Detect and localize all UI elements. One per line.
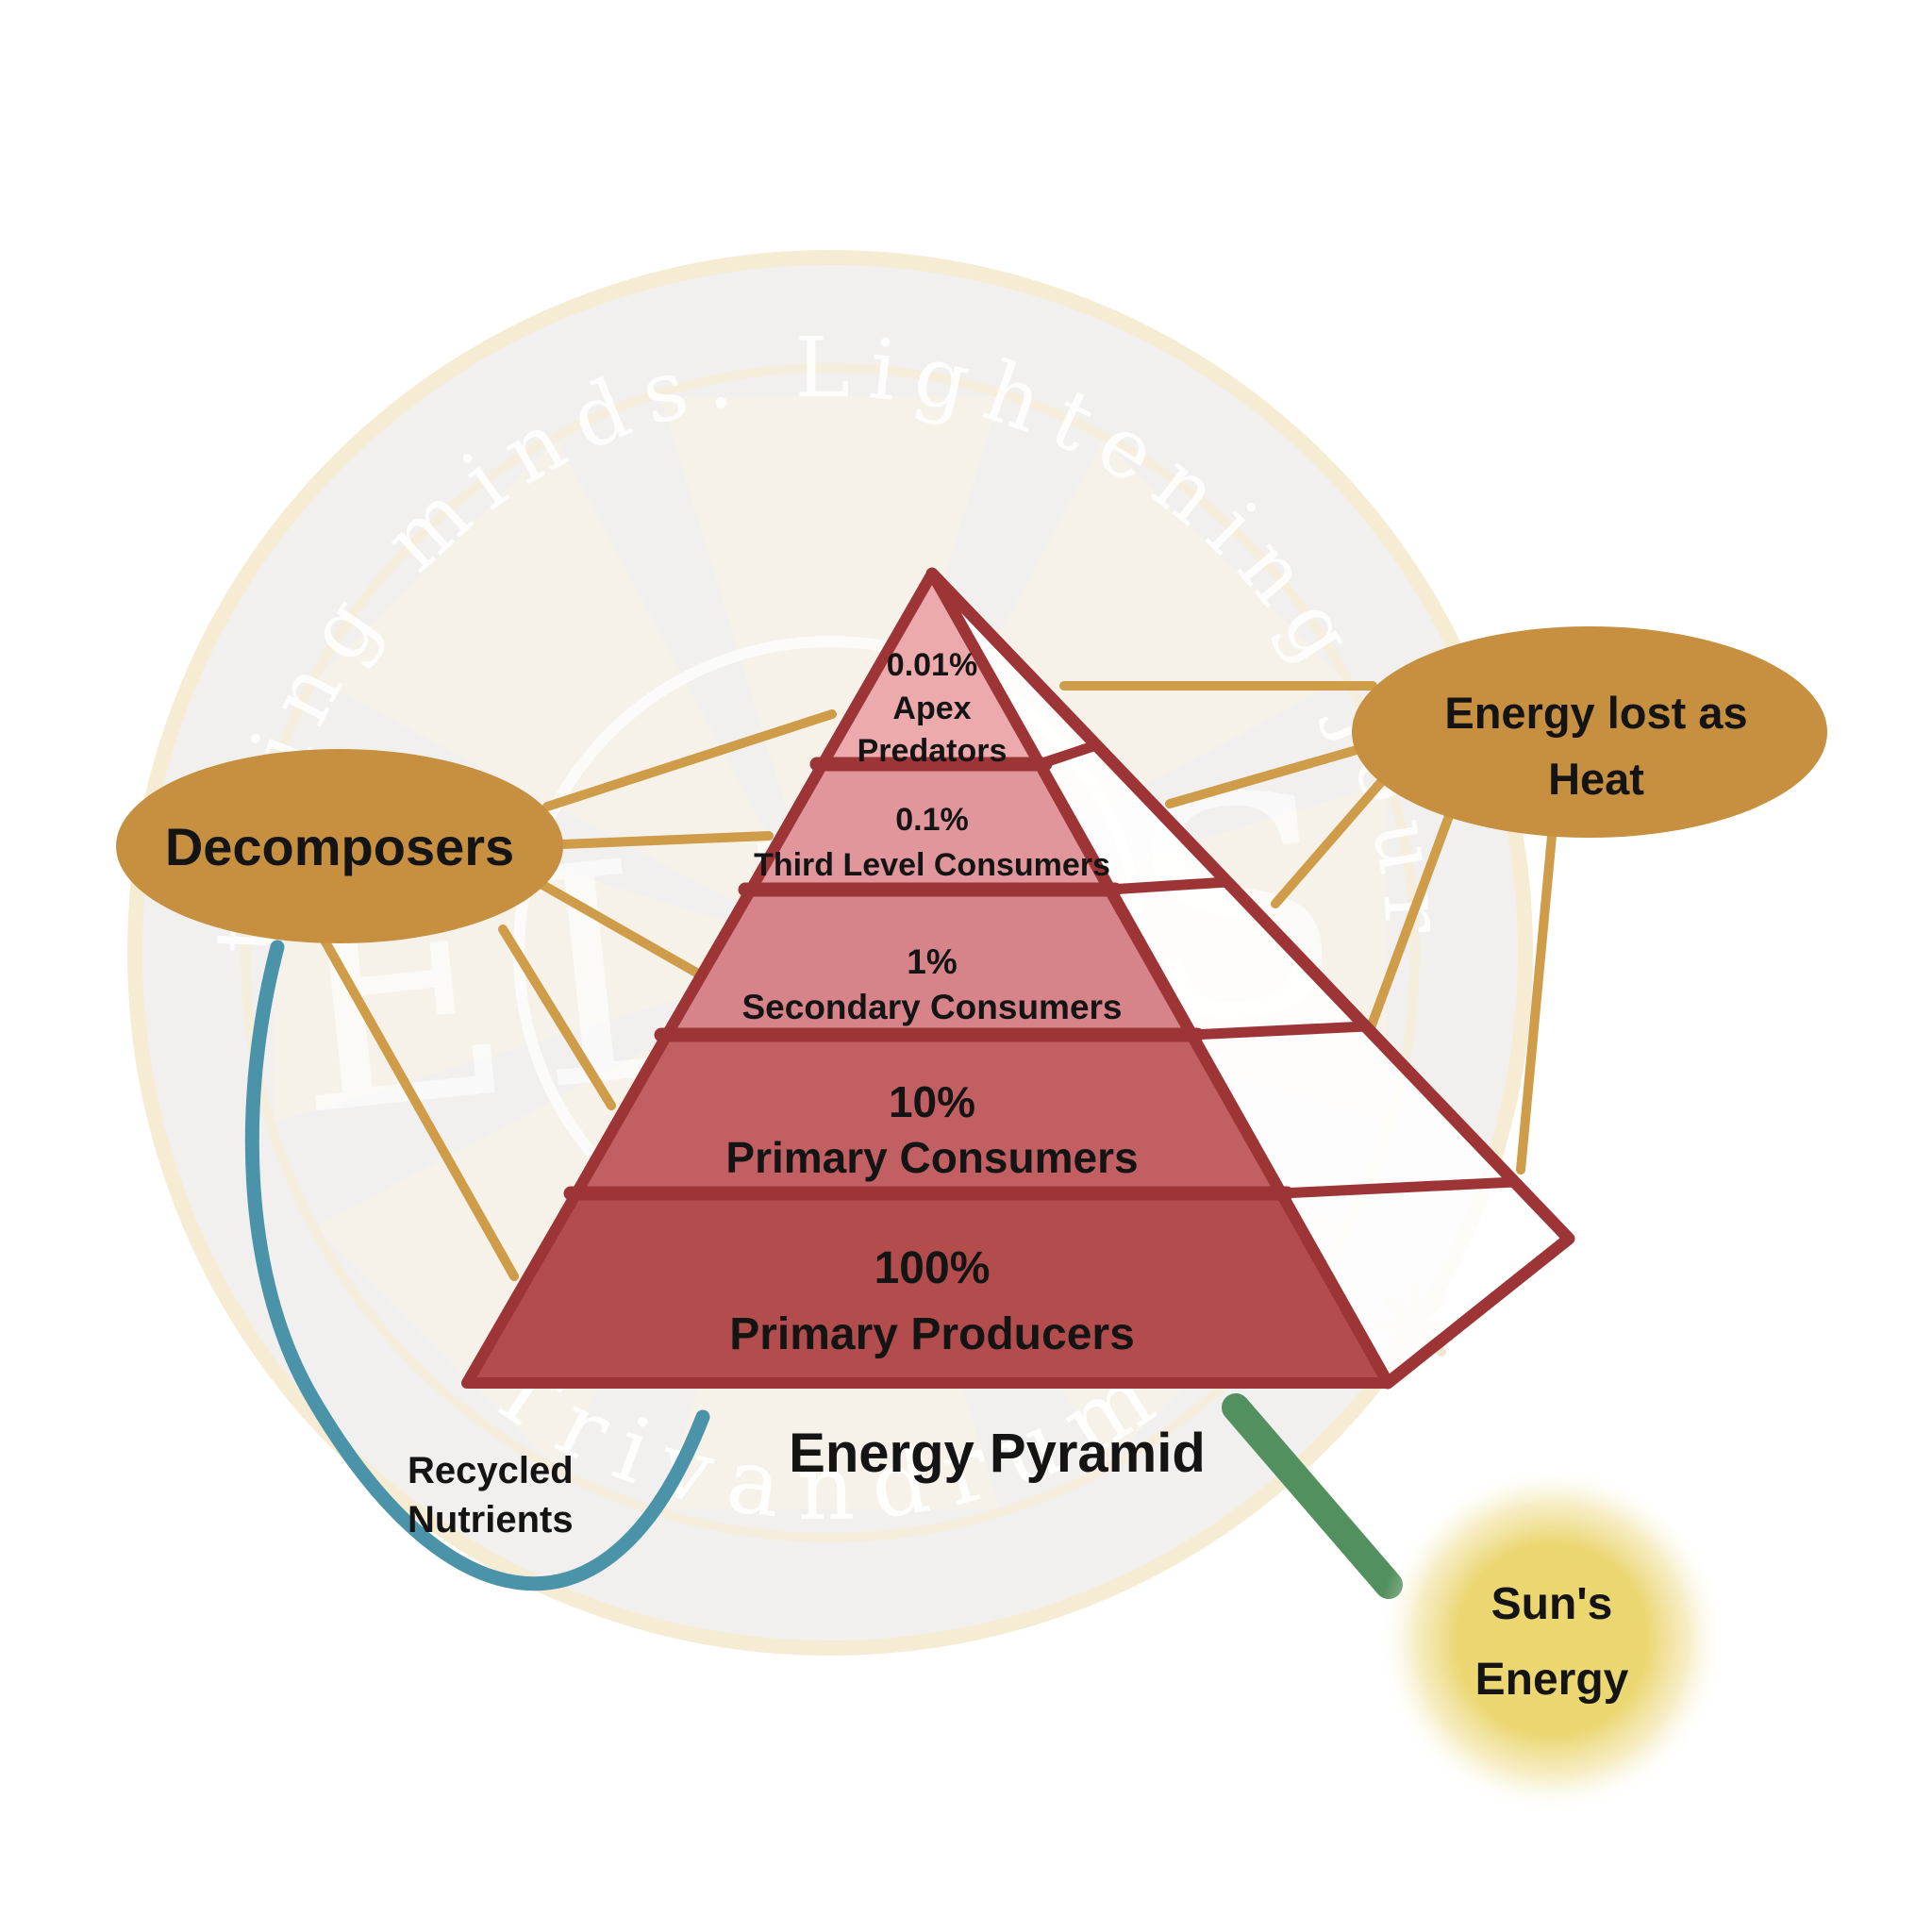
decomposer-line <box>557 831 774 849</box>
sun-label-line2: Energy <box>1475 1655 1629 1705</box>
sun-energy-arrow <box>1222 1393 1403 1599</box>
level-2-label: Third Level Consumers <box>754 847 1110 883</box>
energy-lost-label-line1: Energy lost as <box>1444 688 1747 738</box>
level-3-percent: 1% <box>907 942 957 981</box>
pyramid-level-boundaries <box>563 757 1294 1201</box>
decomposer-line <box>542 709 837 811</box>
decomposers-label: Decomposers <box>165 817 514 876</box>
recycled-nutrients-arrow <box>244 940 710 1591</box>
recycled-label-line1: Recycled <box>408 1450 574 1491</box>
level-4-label: Primary Consumers <box>725 1133 1138 1182</box>
level-1-label-line1: Apex <box>892 691 971 726</box>
level-1-label-line2: Predators <box>858 733 1008 769</box>
watermark-outer-ring <box>127 250 1533 1656</box>
energy-lost-node: Energy lost as Heat <box>1352 626 1827 838</box>
sun-glow <box>1377 1465 1726 1814</box>
level-2-percent: 0.1% <box>895 802 969 838</box>
decomposer-line <box>319 934 519 1281</box>
pyramid-level-labels: 0.01% Apex Predators 0.1% Third Level Co… <box>725 647 1138 1359</box>
heat-line <box>1165 745 1361 808</box>
decomposer-line <box>498 924 616 1110</box>
level-5-label: Primary Producers <box>729 1309 1135 1359</box>
decomposer-connector-lines <box>319 709 837 1281</box>
level-3-label: Secondary Consumers <box>741 988 1122 1026</box>
sun-node: Sun's Energy <box>1377 1465 1726 1814</box>
diagram-title: Energy Pyramid <box>789 1423 1206 1484</box>
heat-line <box>1365 811 1454 1035</box>
decomposer-line <box>533 877 703 978</box>
decomposers-node: Decomposers <box>116 749 563 943</box>
watermark-inner-ring <box>241 363 1420 1542</box>
recycled-label-line2: Nutrients <box>408 1499 574 1541</box>
energy-lost-ellipse <box>1352 626 1827 838</box>
heat-line <box>1271 777 1386 908</box>
level-4-percent: 10% <box>889 1077 975 1126</box>
decomposers-ellipse <box>116 749 563 943</box>
energy-lost-label-line2: Heat <box>1548 754 1644 804</box>
sun-label-line1: Sun's <box>1491 1579 1613 1629</box>
level-5-percent: 100% <box>874 1243 991 1293</box>
pyramid-front-face <box>461 568 1393 1389</box>
heat-line <box>1516 831 1557 1174</box>
recycled-nutrients-label: Recycled Nutrients <box>408 1450 574 1541</box>
heat-connector-lines <box>1059 681 1557 1174</box>
level-1-percent: 0.01% <box>887 647 977 683</box>
